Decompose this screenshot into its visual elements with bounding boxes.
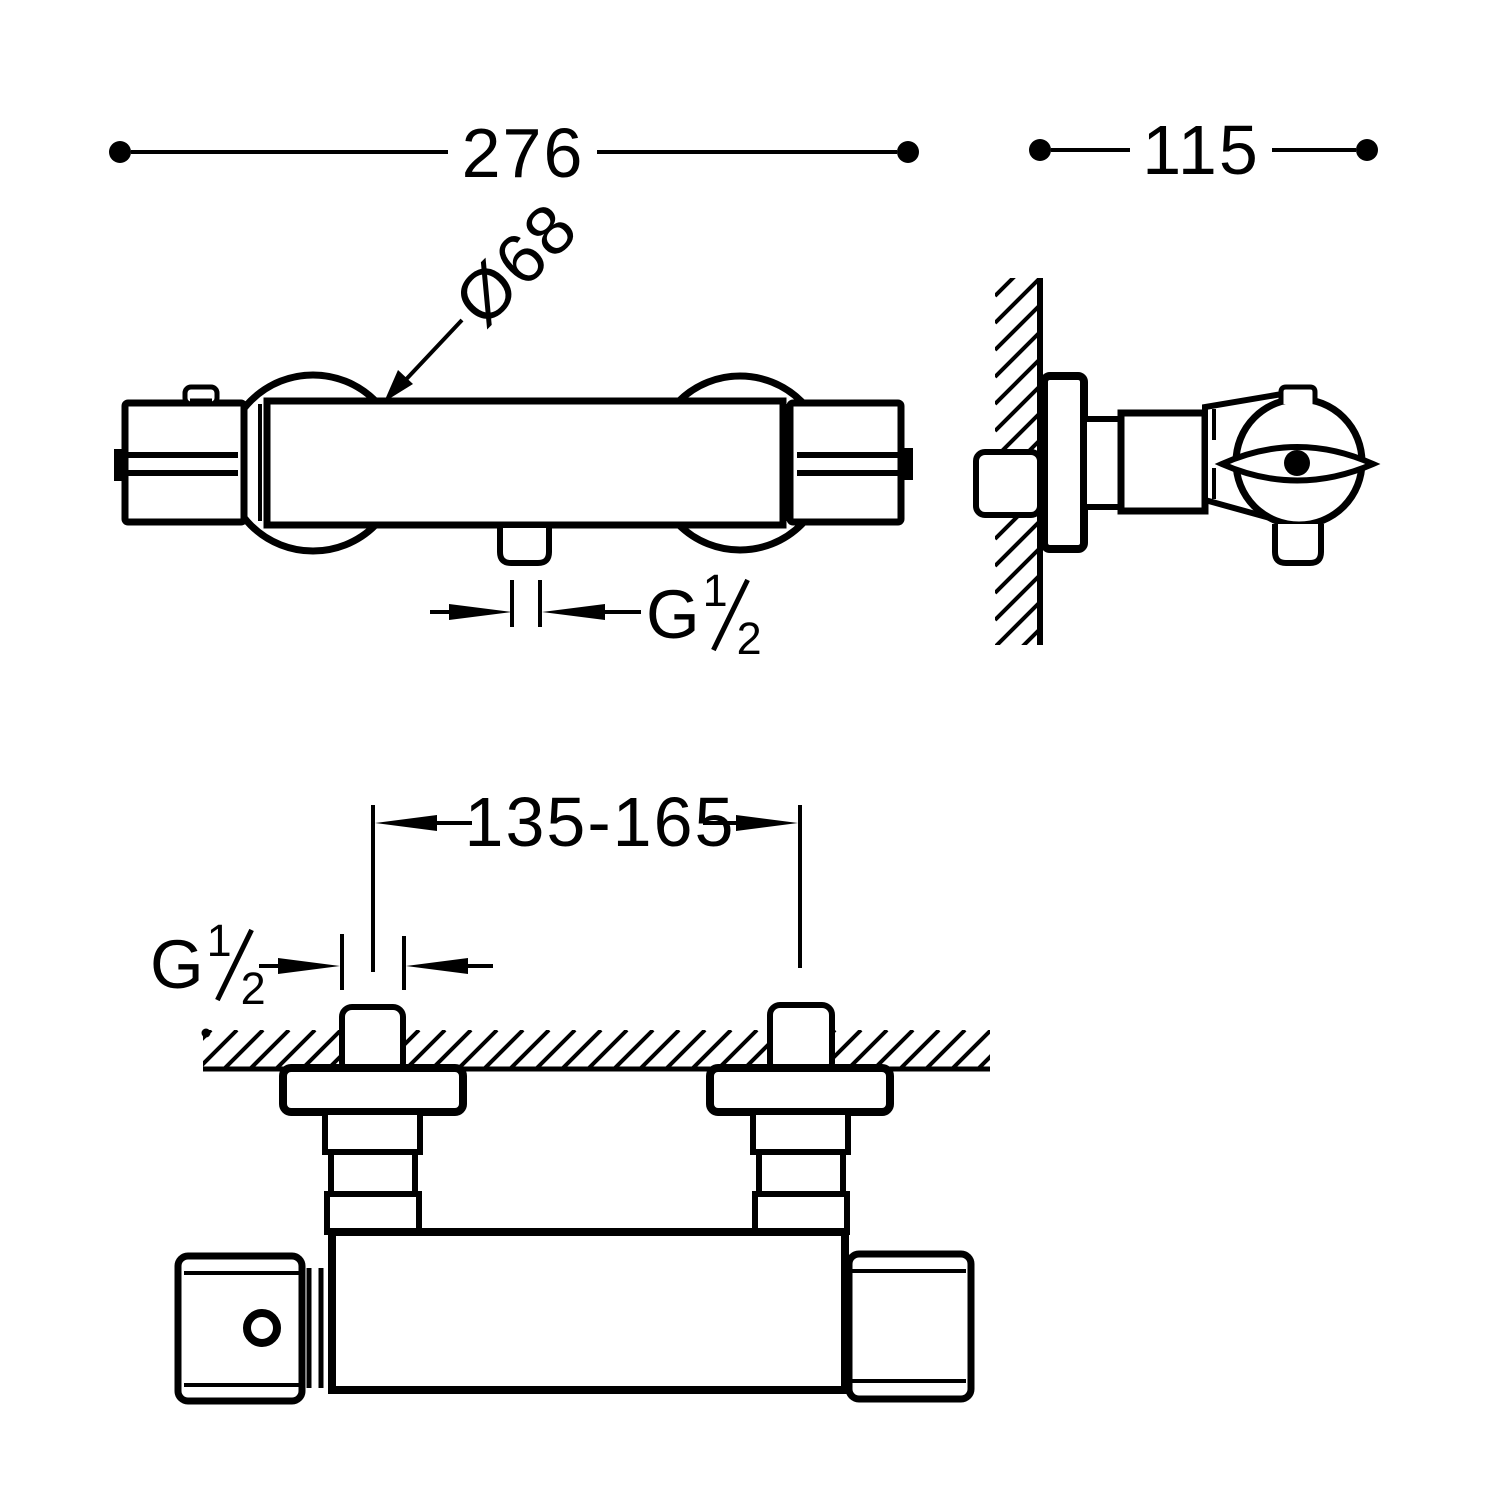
dim-arrow-left-icon xyxy=(375,815,437,831)
ball-bottom-union xyxy=(1272,524,1324,566)
escutcheon-right xyxy=(706,1064,894,1116)
mixer-installation xyxy=(174,1064,975,1405)
mixer-front xyxy=(114,371,913,566)
dim-ticks xyxy=(510,580,542,627)
dim-arrow-left-icon xyxy=(406,958,468,974)
fraction-numerator: 1 xyxy=(702,565,728,616)
fraction-denominator: 2 xyxy=(240,963,266,1014)
thread-prefix: G xyxy=(646,576,700,653)
side-view xyxy=(973,139,1381,645)
dim-depth xyxy=(1029,139,1378,161)
installation-view xyxy=(174,805,990,1405)
cap-ring-lines xyxy=(852,1269,966,1383)
dim-overall-width xyxy=(109,141,919,163)
s-union-right xyxy=(750,1109,851,1235)
dim-text-inlet-thread: G 1 2 xyxy=(150,918,266,1011)
end-cap-left xyxy=(174,1252,324,1405)
neck-small xyxy=(1081,416,1124,510)
temperature-lever-slot xyxy=(119,452,238,476)
flow-lever-slot xyxy=(797,452,904,476)
mixer-body-top xyxy=(328,1228,849,1394)
end-cap-right xyxy=(845,1250,975,1403)
lever-screw-hole xyxy=(243,1309,281,1347)
thread-fraction: 1 2 xyxy=(206,918,266,1011)
dim-inlet-centers xyxy=(371,805,802,972)
dim-diameter-leader xyxy=(384,318,464,402)
cap-junction-lines xyxy=(306,1268,324,1388)
temperature-lever-tab xyxy=(114,449,128,481)
dim-text-outlet-thread: G 1 2 xyxy=(646,568,762,661)
thread-prefix: G xyxy=(150,926,204,1003)
mixer-side xyxy=(1040,372,1381,566)
wall-section xyxy=(973,278,1043,645)
dim-outlet-thread xyxy=(430,580,641,627)
dim-ticks xyxy=(340,934,406,990)
extension-lines xyxy=(371,805,802,972)
dim-text-overall-width: 276 xyxy=(461,114,585,192)
front-view xyxy=(109,141,919,627)
dim-dot-left xyxy=(109,141,131,163)
dim-dot-left xyxy=(1029,139,1051,161)
wall-band xyxy=(201,1002,990,1076)
leader-line xyxy=(396,318,464,390)
neck-large xyxy=(1117,409,1209,515)
leader-arrowhead-icon xyxy=(384,370,413,402)
dim-text-depth: 115 xyxy=(1142,111,1260,189)
dim-arrow-right-icon xyxy=(736,815,798,831)
inlet-pipe-left xyxy=(339,1004,406,1076)
dim-inlet-thread xyxy=(259,934,493,990)
dim-arrow-left-icon xyxy=(542,604,605,620)
escutcheon-left xyxy=(279,1064,467,1116)
mounting-flange xyxy=(1040,372,1088,553)
lever-pivot-dot xyxy=(1284,450,1310,476)
flow-lever-tab xyxy=(899,448,913,480)
cap-ring-lines xyxy=(184,1271,299,1387)
dim-dot-right xyxy=(1356,139,1378,161)
s-union-left xyxy=(322,1109,423,1235)
thread-fraction: 1 2 xyxy=(702,568,762,661)
fraction-denominator: 2 xyxy=(736,613,762,664)
outlet-union xyxy=(497,528,552,566)
dim-arrow-right-icon xyxy=(449,604,512,620)
flow-handle xyxy=(786,399,905,526)
dim-arrow-right-icon xyxy=(278,958,340,974)
temperature-handle xyxy=(121,399,248,526)
dim-dot-right xyxy=(897,141,919,163)
mixer-body xyxy=(263,397,787,529)
ball-top-tab xyxy=(1278,384,1318,404)
fraction-numerator: 1 xyxy=(206,915,232,966)
inlet-pipe-right xyxy=(767,1002,835,1076)
wall-pipe-stub xyxy=(973,449,1043,518)
dim-text-inlet-centers: 135-165 xyxy=(464,783,736,861)
